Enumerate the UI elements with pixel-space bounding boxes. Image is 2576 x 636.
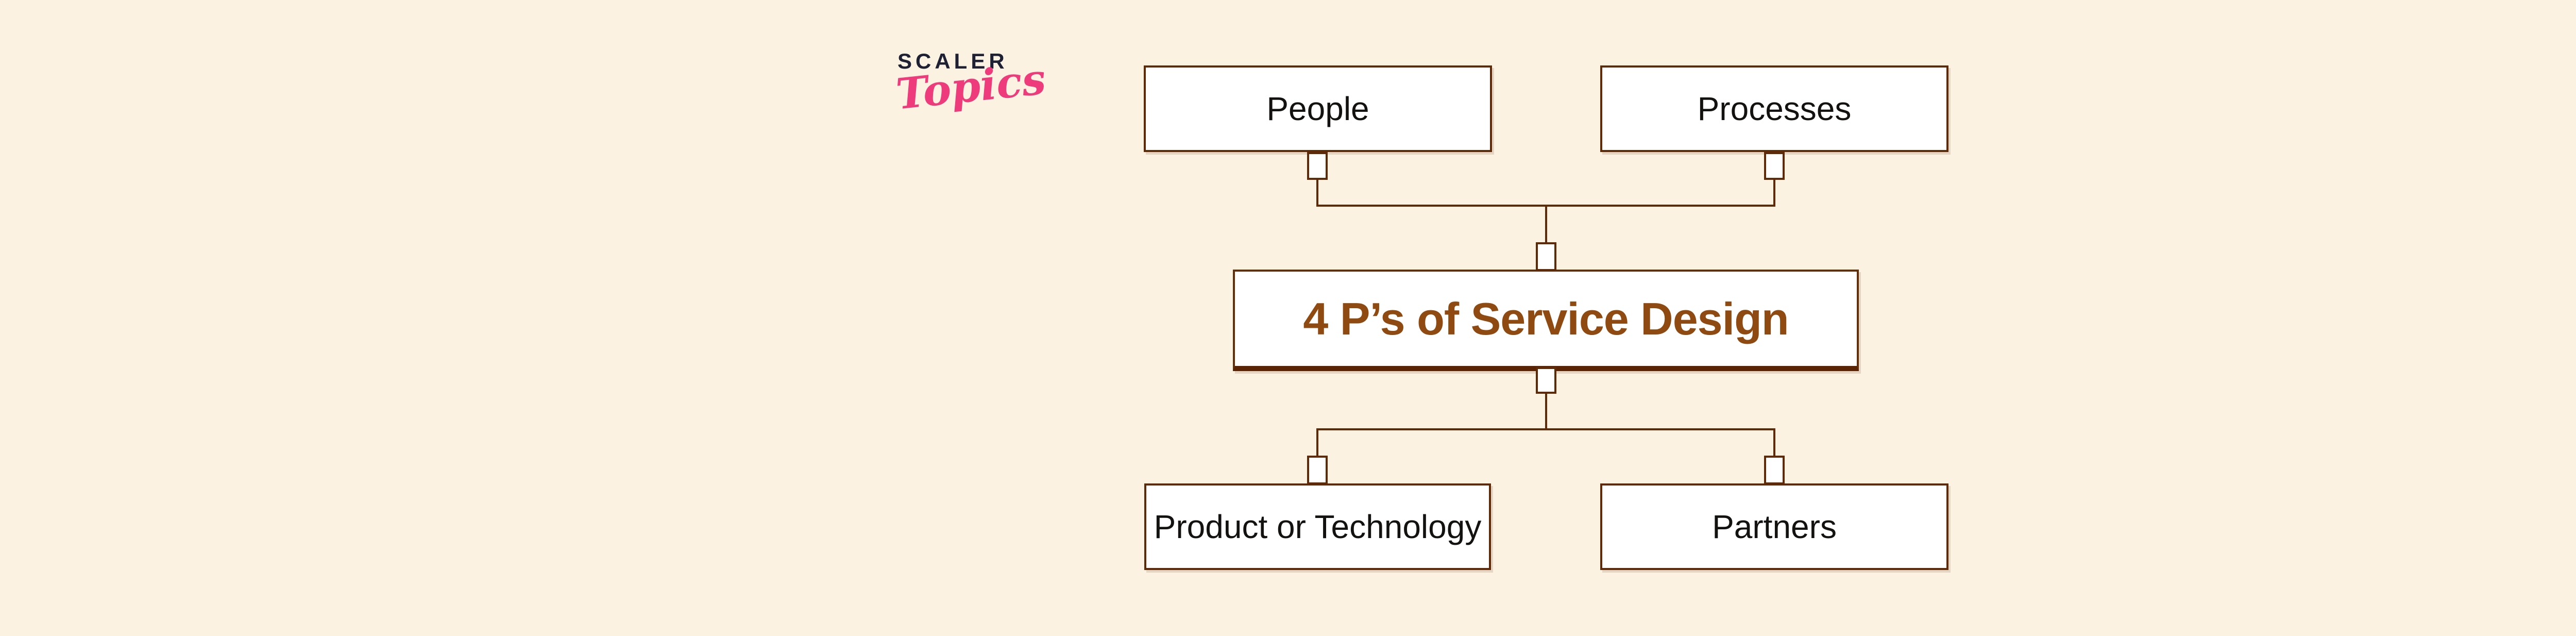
connector-line-top-left-vertical — [1316, 179, 1318, 206]
connector-line-top-right-vertical — [1773, 179, 1775, 206]
center-title-label: 4 P’s of Service Design — [1303, 293, 1789, 344]
node-product-or-technology: Product or Technology — [1144, 483, 1491, 570]
connector-stub-people-bottom — [1307, 152, 1328, 180]
node-people-label: People — [1266, 90, 1369, 127]
connector-line-bottom-center-vertical — [1545, 393, 1547, 429]
node-partners-label: Partners — [1712, 508, 1837, 545]
connector-stub-center-bottom — [1536, 367, 1556, 394]
connector-stub-processes-bottom — [1764, 152, 1785, 180]
node-partners: Partners — [1600, 483, 1948, 570]
connector-line-bottom-left-vertical — [1316, 429, 1318, 457]
logo-brand-text: SCALER — [897, 49, 1008, 73]
connector-stub-partners-top — [1764, 456, 1785, 484]
node-product-label: Product or Technology — [1154, 508, 1482, 545]
connector-stub-product-top — [1307, 456, 1328, 484]
logo-sub-text: Topics — [893, 54, 1048, 120]
connector-stub-center-top — [1536, 242, 1556, 271]
node-processes-label: Processes — [1697, 90, 1852, 127]
node-center-title: 4 P’s of Service Design — [1233, 270, 1859, 371]
connector-line-top-center-vertical — [1545, 206, 1547, 243]
node-processes: Processes — [1600, 65, 1948, 152]
connector-line-bottom-right-vertical — [1773, 429, 1775, 457]
connector-line-bottom-horizontal — [1316, 428, 1775, 430]
node-people: People — [1144, 65, 1492, 152]
scaler-topics-logo: SCALER Topics — [894, 49, 1048, 120]
